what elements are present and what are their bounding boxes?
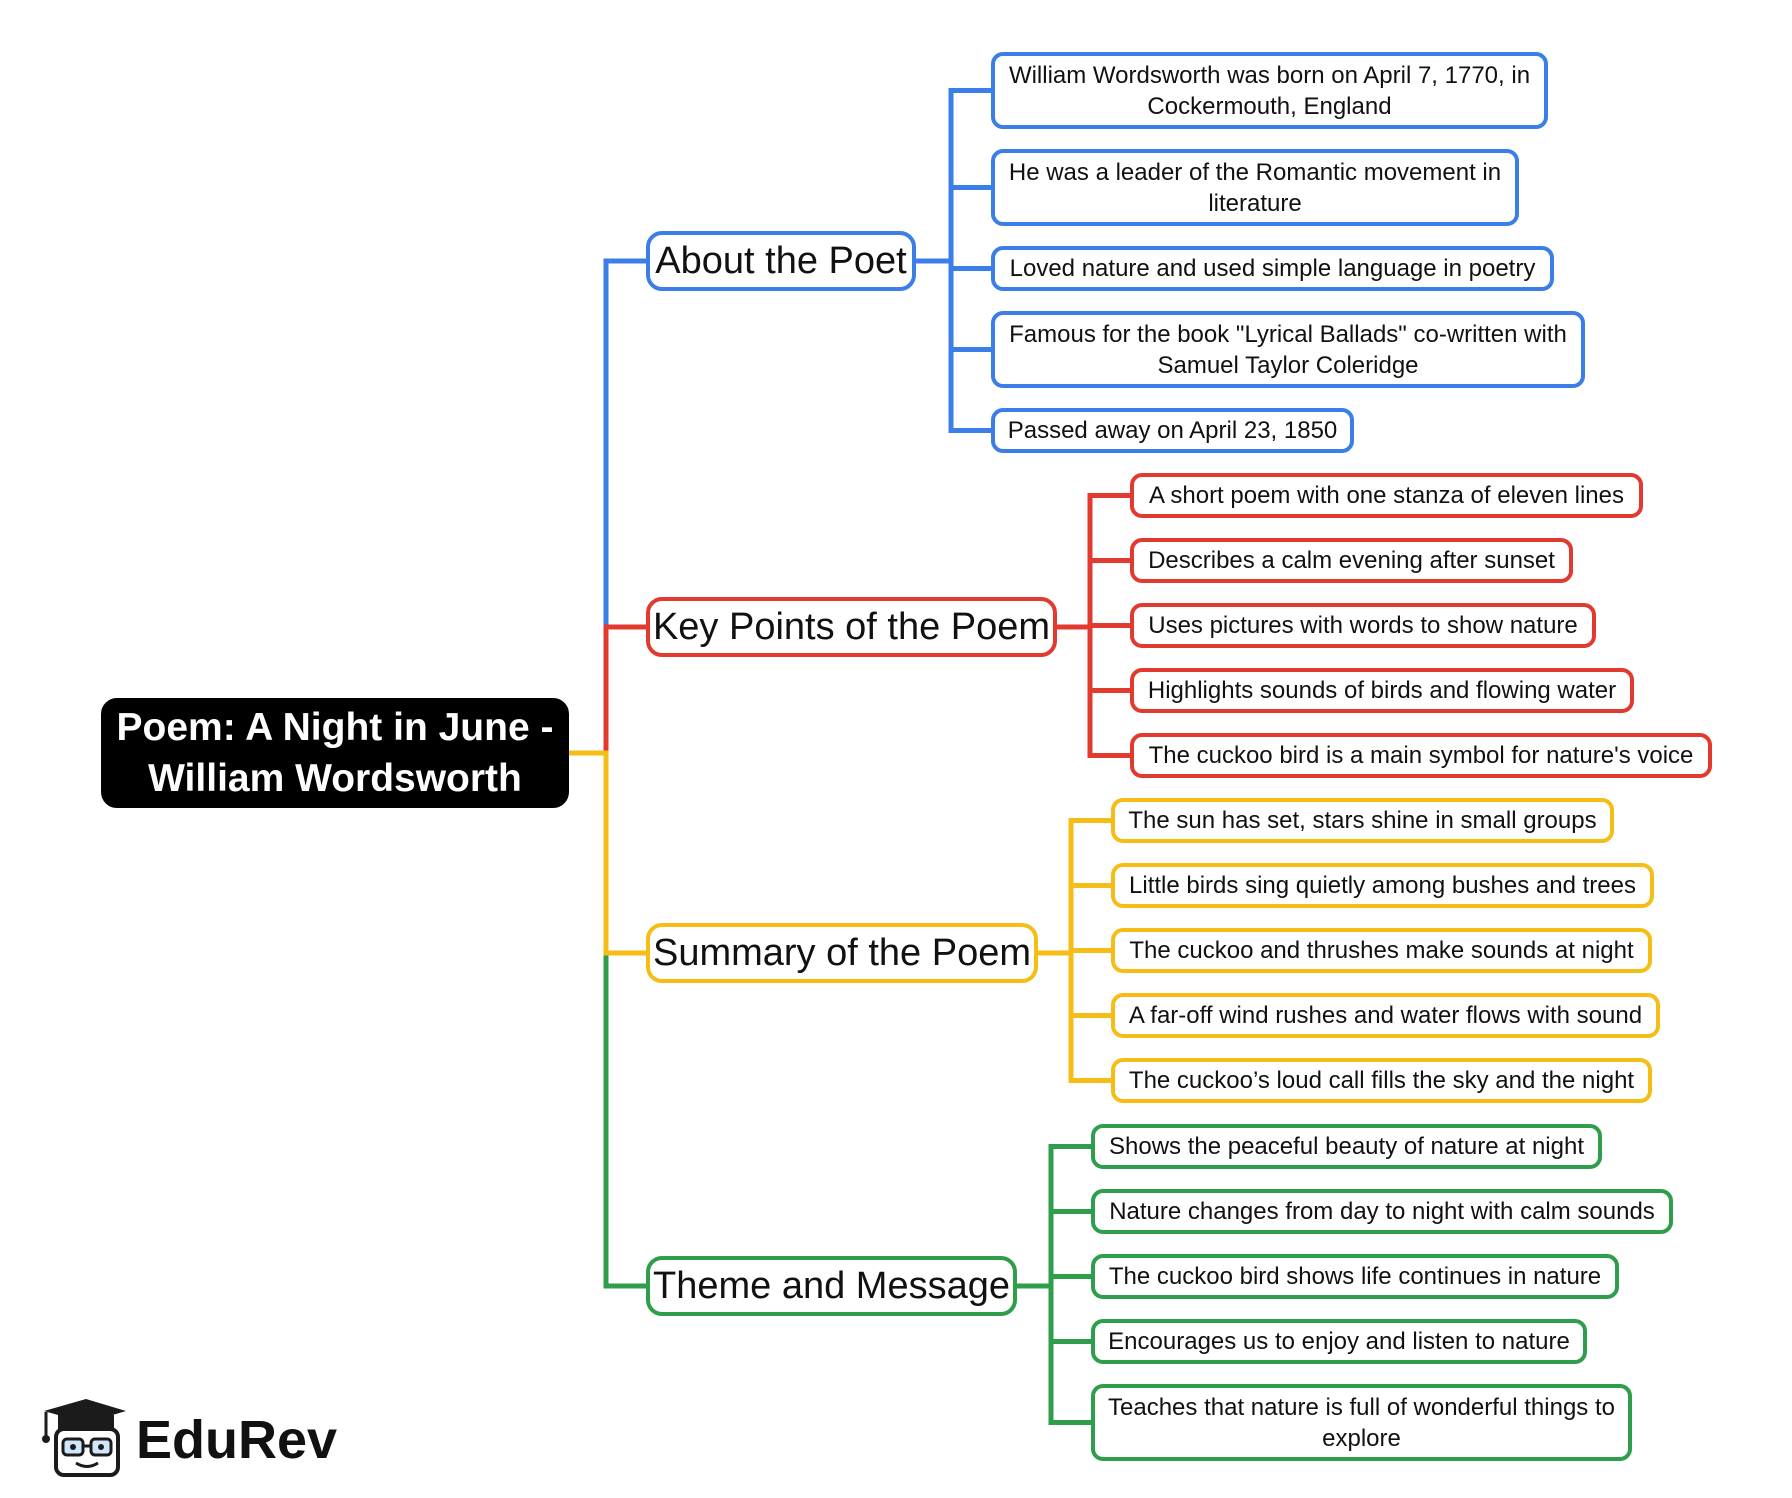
root-node: Poem: A Night in June - William Wordswor…	[101, 698, 569, 808]
leaf-theme-peaceful-beauty: Shows the peaceful beauty of nature at n…	[1091, 1124, 1602, 1169]
leaf-theme-life-continues: The cuckoo bird shows life continues in …	[1091, 1254, 1619, 1299]
leaf-summary-far-off-wind: A far-off wind rushes and water flows wi…	[1111, 993, 1660, 1038]
graduation-cap-mascot-icon	[36, 1395, 128, 1484]
leaf-about-passed-away: Passed away on April 23, 1850	[991, 408, 1354, 453]
leaf-key-cuckoo-symbol: The cuckoo bird is a main symbol for nat…	[1130, 733, 1712, 778]
leaf-about-born: William Wordsworth was born on April 7, …	[991, 52, 1548, 129]
leaf-theme-day-to-night: Nature changes from day to night with ca…	[1091, 1189, 1673, 1234]
leaf-summary-sun-set: The sun has set, stars shine in small gr…	[1111, 798, 1614, 843]
edurev-logo: EduRev	[36, 1395, 337, 1484]
leaf-key-pictures: Uses pictures with words to show nature	[1130, 603, 1596, 648]
branch-theme: Theme and Message	[646, 1256, 1017, 1316]
leaf-summary-cuckoo-call: The cuckoo’s loud call fills the sky and…	[1111, 1058, 1652, 1103]
root-title-line2: William Wordsworth	[148, 757, 522, 800]
leaf-theme-enjoy-listen: Encourages us to enjoy and listen to nat…	[1091, 1319, 1587, 1364]
branch-key-points: Key Points of the Poem	[646, 597, 1057, 657]
leaf-about-nature: Loved nature and used simple language in…	[991, 246, 1554, 291]
leaf-key-sounds: Highlights sounds of birds and flowing w…	[1130, 668, 1634, 713]
leaf-about-romantic: He was a leader of the Romantic movement…	[991, 149, 1519, 226]
leaf-summary-cuckoo-thrushes: The cuckoo and thrushes make sounds at n…	[1111, 928, 1652, 973]
leaf-key-short-poem: A short poem with one stanza of eleven l…	[1130, 473, 1643, 518]
logo-text: EduRev	[136, 1409, 338, 1470]
leaf-summary-little-birds: Little birds sing quietly among bushes a…	[1111, 863, 1654, 908]
leaf-key-calm-evening: Describes a calm evening after sunset	[1130, 538, 1573, 583]
leaf-theme-wonderful-things: Teaches that nature is full of wonderful…	[1091, 1384, 1632, 1461]
leaf-about-lyrical-ballads: Famous for the book "Lyrical Ballads" co…	[991, 311, 1585, 388]
branch-summary: Summary of the Poem	[646, 923, 1038, 983]
branch-about-the-poet: About the Poet	[646, 231, 916, 291]
root-title-line1: Poem: A Night in June -	[116, 706, 554, 749]
